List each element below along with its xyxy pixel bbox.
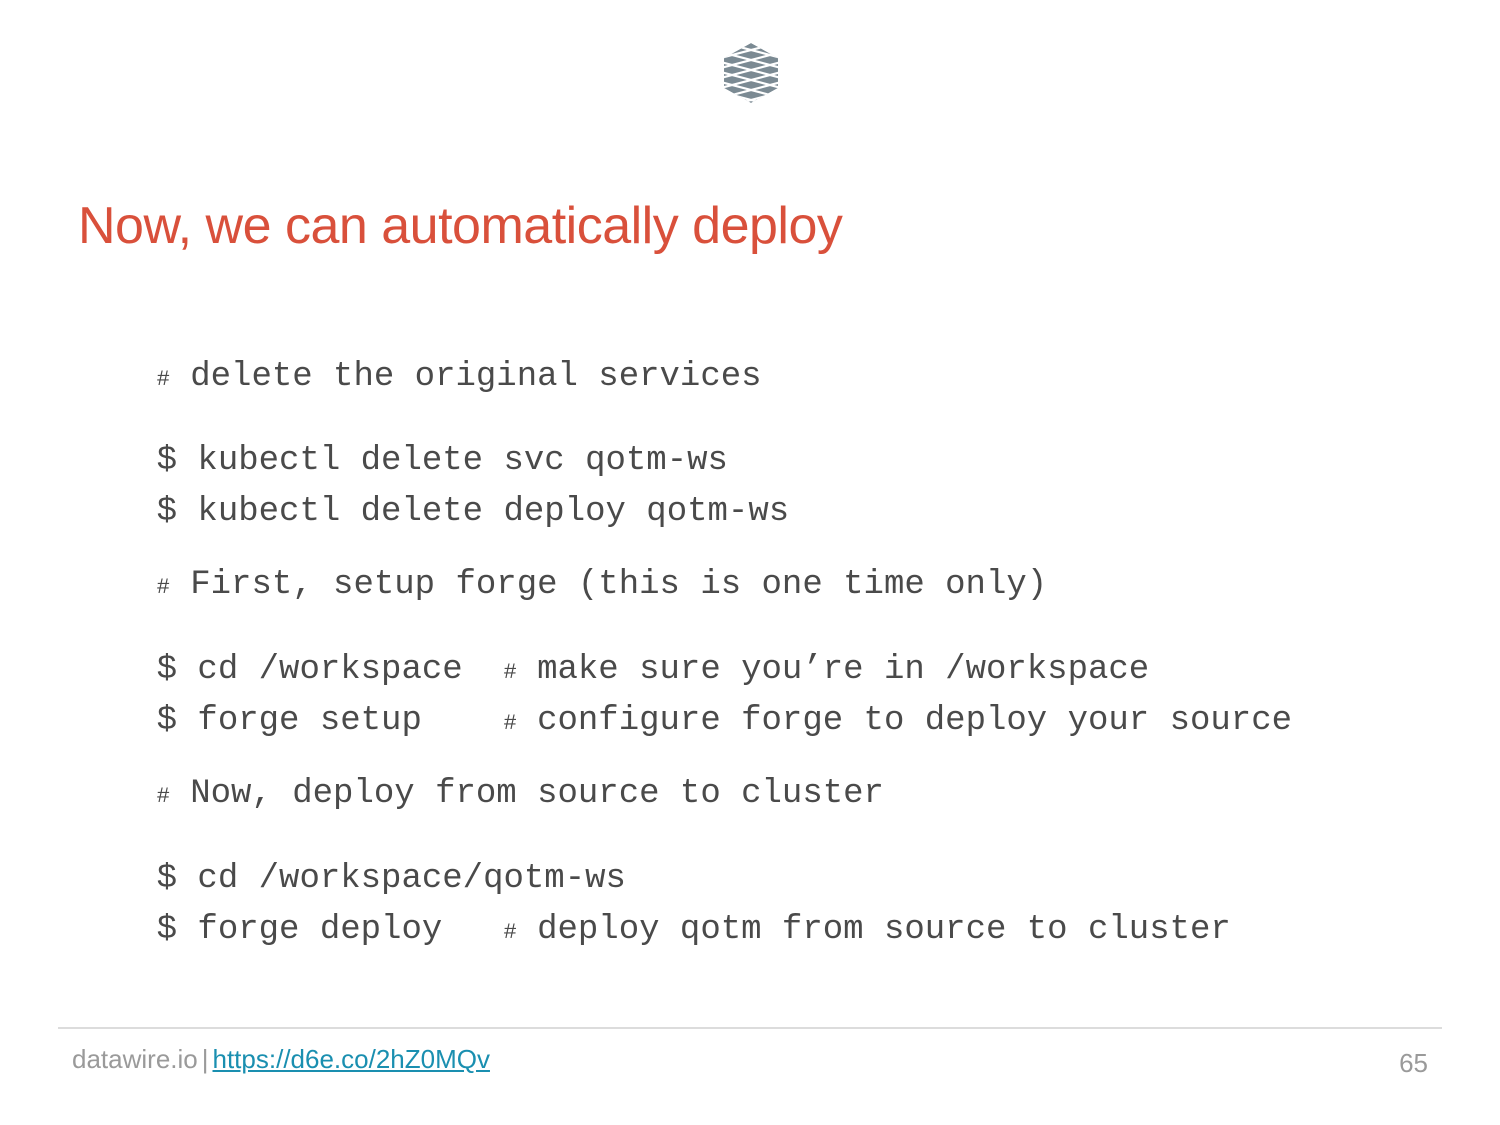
footer: datawire.io|https://d6e.co/2hZ0MQv [72, 1046, 490, 1072]
code-comment-text: First, setup forge (this is one time onl… [190, 566, 1048, 604]
comment-hash: # [156, 784, 170, 809]
lattice-hexagon-icon [724, 43, 778, 103]
code-comment-line: # delete the original services [75, 326, 762, 428]
code-command-text: $ forge deploy [156, 911, 504, 949]
page-number: 65 [1399, 1048, 1428, 1078]
code-comment-text: Now, deploy from source to cluster [190, 775, 884, 813]
code-comment-line: # Now, deploy from source to cluster [75, 743, 884, 845]
code-command-text: $ kubectl delete svc qotm-ws [156, 442, 728, 480]
code-command-line: $ cd /workspace/qotm-ws [75, 828, 626, 930]
code-comment-line: # First, setup forge (this is one time o… [75, 534, 1048, 636]
comment-hash: # [156, 575, 170, 600]
code-command-line: $ kubectl delete deploy qotm-ws [75, 461, 790, 563]
footer-site-name: datawire.io [72, 1044, 198, 1074]
code-command-text: $ forge setup [156, 702, 504, 740]
footer-separator: | [201, 1044, 209, 1074]
code-inline-comment: make sure you’re in /workspace [537, 651, 1150, 689]
code-command-text: $ cd /workspace [156, 651, 504, 689]
slide-title: Now, we can automatically deploy [78, 197, 843, 255]
comment-hash: # [503, 660, 517, 685]
code-command-text: $ cd /workspace/qotm-ws [156, 860, 626, 898]
code-inline-comment: deploy qotm from source to cluster [537, 911, 1231, 949]
code-command-line: $ forge setup # configure forge to deplo… [75, 670, 1292, 772]
footer-link[interactable]: https://d6e.co/2hZ0MQv [212, 1044, 490, 1074]
comment-hash: # [503, 711, 517, 736]
code-command-line: $ kubectl delete svc qotm-ws [75, 410, 728, 512]
comment-hash: # [503, 920, 517, 945]
code-comment-text: delete the original services [190, 358, 762, 396]
code-inline-comment: configure forge to deploy your source [537, 702, 1293, 740]
code-command-text: $ kubectl delete deploy qotm-ws [156, 493, 790, 531]
code-command-line: $ cd /workspace # make sure you’re in /w… [75, 619, 1150, 721]
code-command-line: $ forge deploy # deploy qotm from source… [75, 879, 1231, 981]
comment-hash: # [156, 367, 170, 392]
footer-divider [58, 1027, 1442, 1029]
